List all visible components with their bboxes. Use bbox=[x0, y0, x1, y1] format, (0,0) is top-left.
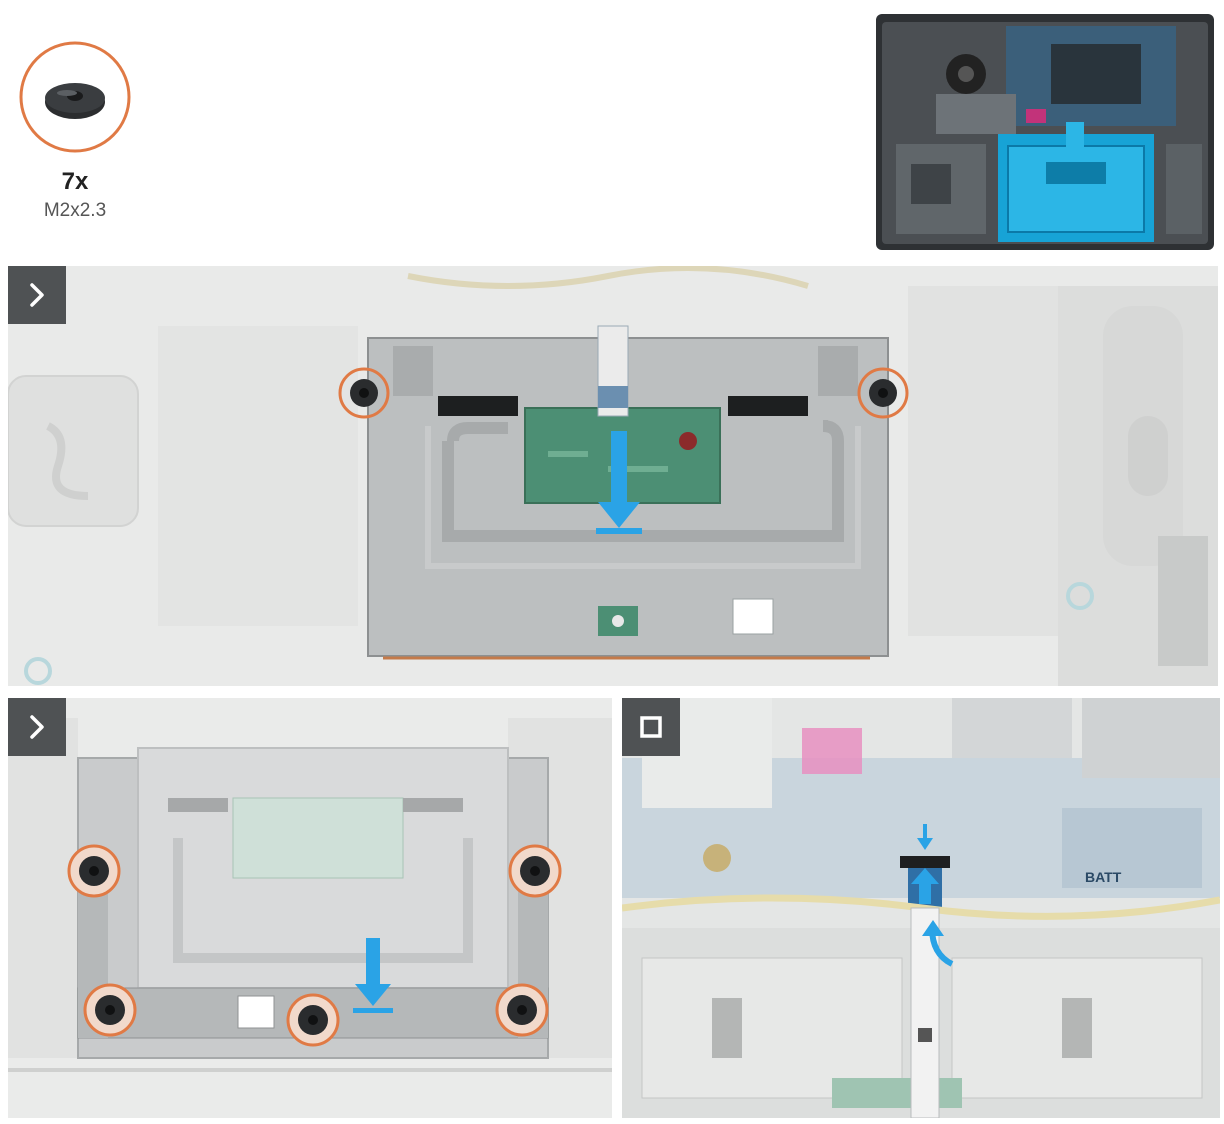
chevron-right-icon bbox=[30, 283, 44, 307]
step-1-panel bbox=[8, 266, 1218, 686]
screw-marker bbox=[286, 993, 340, 1047]
step-2-illustration bbox=[8, 698, 612, 1118]
screw-marker bbox=[857, 367, 909, 419]
overview-thumbnail bbox=[876, 14, 1214, 250]
screw-spec: M2x2.3 bbox=[43, 200, 107, 221]
screw-count: 7x bbox=[61, 168, 89, 195]
step-1-badge bbox=[8, 266, 66, 324]
screw-marker bbox=[83, 983, 137, 1037]
step-2-panel bbox=[8, 698, 612, 1118]
square-stop-icon bbox=[640, 716, 662, 738]
screw-marker bbox=[67, 844, 121, 898]
step-3-badge bbox=[622, 698, 680, 756]
step-1-illustration bbox=[8, 266, 1218, 686]
step-3-panel: BATT bbox=[622, 698, 1220, 1118]
step-3-illustration: BATT bbox=[622, 698, 1220, 1118]
chevron-right-icon bbox=[30, 715, 44, 739]
step-2-badge bbox=[8, 698, 66, 756]
screw-marker bbox=[338, 367, 390, 419]
screw-marker bbox=[495, 983, 549, 1037]
screw-legend-icon bbox=[18, 40, 132, 154]
screw-marker bbox=[508, 844, 562, 898]
board-label: BATT bbox=[1085, 869, 1122, 885]
